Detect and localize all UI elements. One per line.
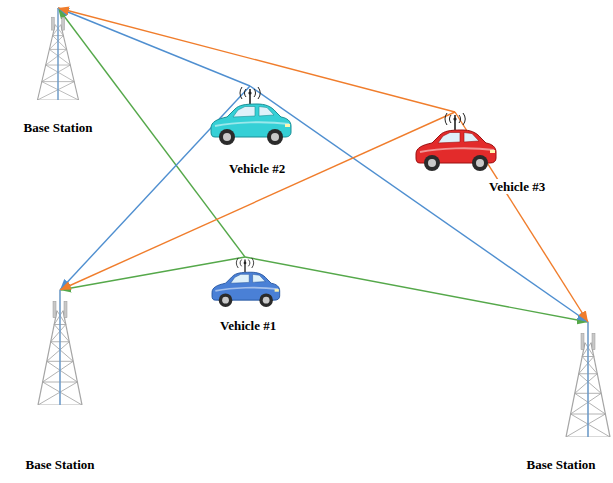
base-station: Base Station xyxy=(10,290,110,473)
radio-link xyxy=(245,257,588,322)
car-icon xyxy=(410,112,500,177)
vehicle: Vehicle #1 xyxy=(200,257,300,334)
radio-link xyxy=(58,8,250,86)
base-station: Base Station xyxy=(515,322,607,473)
label-box: Vehicle #3 xyxy=(405,177,575,195)
tower-icon xyxy=(30,290,90,405)
vehicle-label: Vehicle #2 xyxy=(227,161,287,176)
radio-link xyxy=(58,8,455,112)
label-box: Base Station xyxy=(15,118,101,136)
tower-icon xyxy=(30,8,86,100)
label-box: Vehicle #1 xyxy=(200,316,300,334)
station-label: Base Station xyxy=(22,120,95,135)
car-icon xyxy=(200,257,290,312)
car-icon xyxy=(205,86,295,151)
tower-icon xyxy=(558,322,613,437)
radio-link xyxy=(250,86,588,322)
vehicle: Vehicle #3 xyxy=(405,112,575,195)
label-box: Vehicle #2 xyxy=(205,159,315,177)
radio-link xyxy=(60,112,455,290)
station-label: Base Station xyxy=(24,457,97,472)
radio-link xyxy=(60,257,245,290)
vehicle-label: Vehicle #3 xyxy=(487,179,547,194)
vehicle-label: Vehicle #1 xyxy=(218,318,278,333)
base-station: Base Station xyxy=(15,8,101,136)
radio-link xyxy=(60,86,250,290)
station-label: Base Station xyxy=(525,457,598,472)
label-box: Base Station xyxy=(515,455,607,473)
vehicle: Vehicle #2 xyxy=(205,86,315,177)
label-box: Base Station xyxy=(10,455,110,473)
